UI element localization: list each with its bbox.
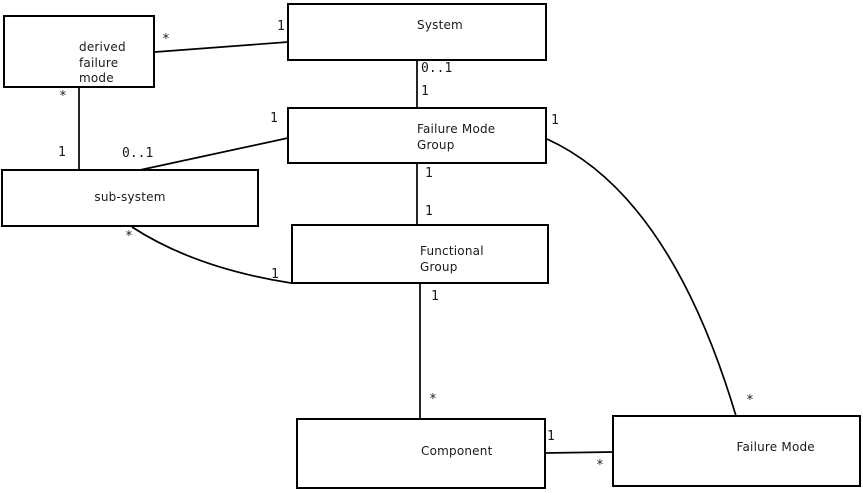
node-label: Failure Mode Group — [417, 122, 496, 152]
edge-component--failure-mode — [544, 451, 614, 454]
node-label: Component — [421, 444, 493, 458]
mult-derived-failure-mode--sub-system--derived-end: * — [59, 89, 67, 104]
edge-failure-mode-group--sub-system — [139, 137, 289, 171]
mult-system--failure-mode-group--group-end: 1 — [421, 84, 429, 99]
mult-failure-mode-group--sub-system--sub-system-end: 0..1 — [122, 146, 154, 161]
mult-component--failure-mode--component-end: 1 — [547, 429, 555, 444]
mult-sub-system--functional-group--sub-system-end: * — [125, 229, 133, 244]
node-derived-failure-mode: derived failure mode — [3, 15, 155, 88]
mult-component--failure-mode--failure-mode-end: * — [596, 458, 604, 473]
mult-sub-system--functional-group--functional-end: 1 — [271, 267, 279, 282]
mult-system--derived-failure-mode--system-end: 1 — [277, 19, 285, 34]
edge-sub-system--functional-group — [131, 226, 292, 284]
mult-failure-mode-group--functional-group--group-end: 1 — [425, 166, 433, 181]
mult-failure-mode-group--failure-mode--failure-mode-end: * — [746, 393, 754, 408]
node-component: Component — [296, 418, 546, 489]
node-system: System — [287, 3, 547, 61]
node-functional-group: Functional Group — [291, 224, 549, 284]
node-label: Functional Group — [420, 244, 484, 274]
node-label: Failure Mode — [736, 440, 815, 454]
node-label: derived failure mode — [79, 40, 126, 85]
edge-failure-mode-group--failure-mode — [546, 138, 737, 417]
mult-system--failure-mode-group--system-end: 0..1 — [421, 61, 453, 76]
mult-derived-failure-mode--sub-system--sub-system-end: 1 — [58, 145, 66, 160]
node-label: sub-system — [94, 190, 166, 204]
mult-functional-group--component--component-end: * — [429, 392, 437, 407]
node-label: System — [417, 18, 463, 32]
node-sub-system: sub-system — [1, 169, 259, 227]
mult-failure-mode-group--functional-group--functional-end: 1 — [425, 204, 433, 219]
node-failure-mode-group: Failure Mode Group — [287, 107, 547, 164]
mult-functional-group--component--functional-end: 1 — [431, 289, 439, 304]
mult-failure-mode-group--sub-system--group-end: 1 — [270, 111, 278, 126]
node-failure-mode: Failure Mode — [612, 415, 861, 487]
mult-failure-mode-group--failure-mode--group-end: 1 — [551, 113, 559, 128]
mult-system--derived-failure-mode--derived-end: * — [162, 32, 170, 47]
edge-system--derived-failure-mode — [154, 41, 289, 53]
